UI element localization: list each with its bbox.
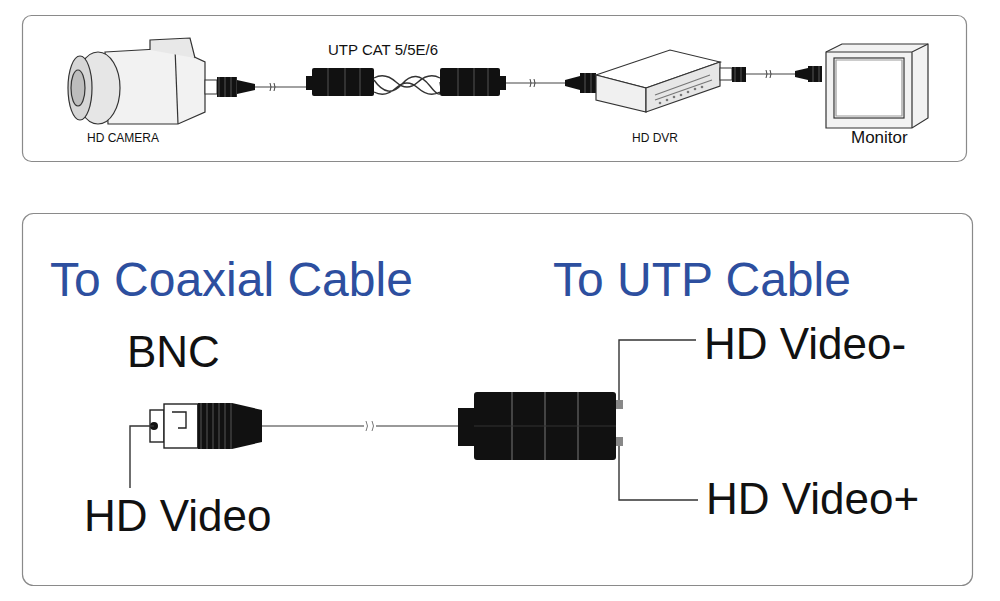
twisted-pair — [374, 76, 441, 95]
cable-break — [364, 420, 376, 432]
cable-type-label: UTP CAT 5/5E/6 — [328, 42, 438, 57]
balun — [306, 68, 374, 96]
device-label: HD DVR — [632, 132, 678, 144]
coax-cable — [255, 86, 312, 87]
device-label: HD CAMERA — [87, 132, 159, 144]
balun — [440, 68, 506, 96]
balun-large — [458, 392, 623, 460]
cable-break — [366, 421, 374, 431]
signal-label: HD Video — [84, 494, 272, 538]
top-panel — [23, 16, 967, 162]
coax-cable — [262, 425, 458, 426]
leader-line — [130, 426, 154, 488]
side-heading: To Coaxial Cable — [50, 256, 413, 304]
bnc-connector — [720, 67, 746, 82]
cable-break — [270, 83, 275, 91]
bnc-connector — [205, 77, 255, 97]
bnc-boot — [198, 403, 232, 449]
bnc-boot — [232, 403, 262, 449]
camera-figure — [68, 38, 205, 124]
signal-label: HD Video+ — [706, 477, 919, 521]
dvr-buttons — [659, 86, 704, 105]
dvr-figure — [596, 50, 720, 112]
cable-break — [530, 79, 535, 87]
cable-break — [766, 70, 771, 78]
device-label: Monitor — [851, 129, 908, 146]
leader-line — [619, 340, 696, 400]
side-heading: To UTP Cable — [553, 256, 851, 304]
monitor-figure — [826, 44, 928, 128]
signal-label: HD Video- — [704, 322, 906, 366]
connector-label: BNC — [127, 330, 220, 374]
bnc-connector — [565, 73, 596, 93]
bnc-connector-large — [150, 404, 198, 448]
leader-line — [619, 446, 698, 500]
bnc-connector — [795, 66, 822, 82]
bottom-panel — [23, 214, 973, 586]
